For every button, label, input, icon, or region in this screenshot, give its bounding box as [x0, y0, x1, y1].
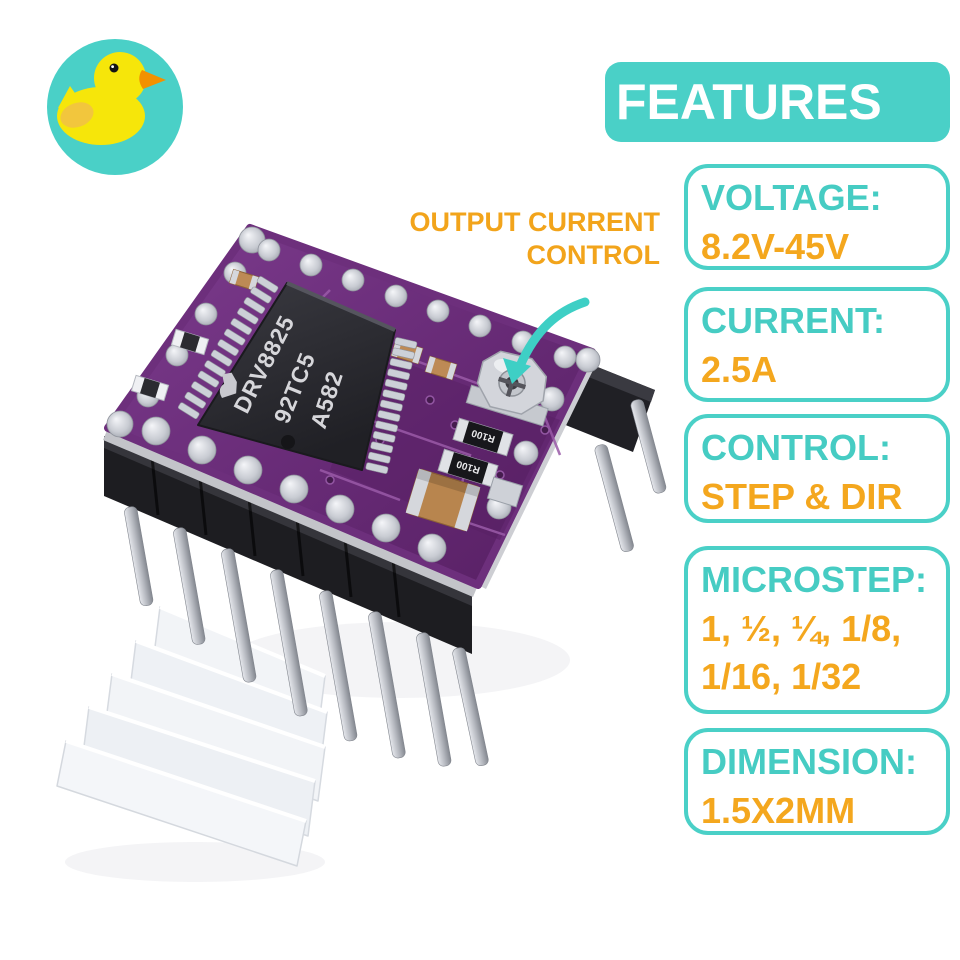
feature-label: DIMENSION:	[701, 741, 917, 782]
current-control-arrow-icon	[503, 297, 590, 384]
ti-logo-icon	[219, 372, 237, 398]
feature-value: STEP & DIR	[701, 476, 903, 517]
feature-label: CONTROL:	[701, 427, 891, 468]
features-header: FEATURES	[605, 62, 950, 142]
feature-value: 1.5X2MM	[701, 790, 856, 831]
feature-label: VOLTAGE:	[701, 177, 882, 218]
features-title: FEATURES	[616, 74, 882, 130]
capacitor	[405, 468, 481, 532]
header-pins-right	[594, 399, 667, 552]
annotation-line-1: OUTPUT CURRENT	[409, 207, 661, 237]
feature-card-current: CURRENT: 2.5A	[684, 287, 950, 402]
feature-value: 1/16, 1/32	[701, 656, 862, 697]
sense-resistor: R100	[437, 448, 499, 488]
heatsink	[56, 605, 328, 867]
pcb-board: R100 R100	[103, 224, 601, 597]
feature-card-dimension: DIMENSION: 1.5X2MM	[684, 728, 950, 835]
feature-label: CURRENT:	[701, 300, 885, 341]
duck-logo-icon	[47, 39, 183, 175]
header-pins-front	[124, 506, 489, 767]
feature-card-control: CONTROL: STEP & DIR	[684, 414, 950, 523]
feature-card-voltage: VOLTAGE: 8.2V-45V	[684, 164, 950, 270]
solder-pads-bottom	[141, 416, 447, 563]
annotation-line-2: CONTROL	[526, 240, 660, 270]
feature-value: 2.5A	[701, 349, 778, 390]
feature-label: MICROSTEP:	[701, 559, 928, 600]
feature-value: 1, ½, ¼, 1/8,	[701, 608, 902, 649]
solder-pads-top	[238, 226, 601, 373]
sense-resistor: R100	[452, 417, 514, 457]
annotation-output-current-control: OUTPUT CURRENT CONTROL	[410, 206, 661, 272]
feature-card-microstep: MICROSTEP: 1, ½, ¼, 1/8, 1/16, 1/32	[684, 546, 950, 714]
pin1-dimple	[281, 435, 295, 449]
smd-components: R100 R100	[130, 268, 524, 532]
feature-value: 8.2V-45V	[701, 226, 850, 267]
